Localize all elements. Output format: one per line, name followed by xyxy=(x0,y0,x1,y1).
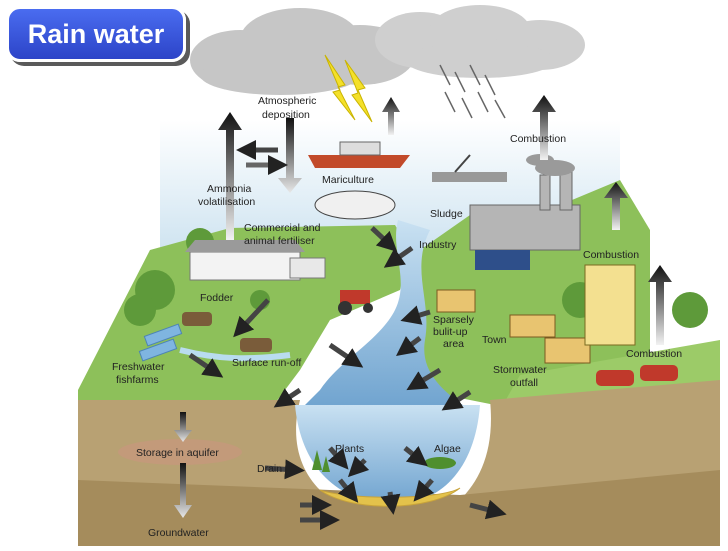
label-fodder: Fodder xyxy=(200,292,234,304)
label-combustion-top: Combustion xyxy=(510,133,566,145)
town-houses xyxy=(436,289,591,364)
arrow-up-volatilisation xyxy=(218,112,242,240)
arrow-fishfarm xyxy=(188,352,224,378)
title-badge: Rain water xyxy=(6,6,186,62)
cows xyxy=(182,312,272,352)
label-storage-aquifer: Storage in aquifer xyxy=(136,447,219,459)
label-combustion-mid: Combustion xyxy=(583,249,639,261)
label-outfall: outfall xyxy=(510,377,538,389)
mariculture-net xyxy=(314,190,396,220)
arrow-up-combustion-mid xyxy=(604,182,628,230)
label-stormwater: Stormwater xyxy=(493,364,547,376)
label-freshwater: Freshwater xyxy=(112,361,165,373)
arrow-fodder xyxy=(233,298,270,338)
arrow-sediment-2 xyxy=(380,491,401,515)
label-builtup: bulit-up xyxy=(433,326,468,338)
label-drain: Drain xyxy=(257,463,282,475)
flow-arrows xyxy=(174,95,672,530)
arrow-plants xyxy=(327,446,349,470)
arrow-right-seep xyxy=(469,499,507,520)
arrow-up-combustion-top xyxy=(532,95,556,160)
apartment-building xyxy=(584,264,636,346)
arrow-runoff-2 xyxy=(273,387,302,408)
arrow-plants-2 xyxy=(347,455,370,478)
arrow-up-combustion-low xyxy=(648,265,672,345)
label-industry: Industry xyxy=(419,239,457,251)
farm-buildings xyxy=(185,240,326,281)
arrow-algae xyxy=(403,445,428,467)
arrow-mariculture xyxy=(370,226,398,252)
storm-cloud xyxy=(190,8,415,95)
label-groundwater: Groundwater xyxy=(148,527,209,539)
arrow-sediment-1 xyxy=(337,478,359,503)
factory xyxy=(469,164,581,251)
arrow-down-aquifer xyxy=(174,412,192,442)
cars xyxy=(596,365,678,386)
label-fertiliser-1: Commercial and xyxy=(244,222,321,234)
sludge-barge xyxy=(432,154,507,182)
arrow-up-sludge xyxy=(382,97,400,135)
label-sparsely: Sparsely xyxy=(433,314,475,326)
ship xyxy=(308,141,410,168)
label-sludge: Sludge xyxy=(430,208,463,220)
label-town: Town xyxy=(482,334,507,346)
label-fertiliser-2: animal fertiliser xyxy=(244,235,315,247)
aquifer-storage xyxy=(118,439,242,465)
fish-farm-pools xyxy=(138,323,183,362)
arrow-sediment-3 xyxy=(413,478,435,502)
label-volatilisation: volatilisation xyxy=(198,196,255,208)
arrow-stormwater xyxy=(441,389,472,411)
river xyxy=(300,220,470,410)
arrow-runoff-1 xyxy=(328,342,364,368)
arrow-down-groundwater xyxy=(174,463,192,518)
algae-patch xyxy=(424,457,456,469)
arrow-town xyxy=(406,367,442,391)
arrow-sparse-1 xyxy=(400,305,431,325)
arrow-sparse-2 xyxy=(396,336,422,356)
rain-streaks xyxy=(439,64,506,119)
rain-cloud xyxy=(375,5,585,78)
arrow-industry xyxy=(383,245,414,268)
label-atmospheric: Atmospheric xyxy=(258,95,316,107)
label-mariculture: Mariculture xyxy=(322,174,374,186)
label-surface-runoff: Surface run-off xyxy=(232,357,301,369)
label-plants: Plants xyxy=(335,443,364,455)
label-ammonia: Ammonia xyxy=(207,183,252,195)
label-combustion-low: Combustion xyxy=(626,348,682,360)
label-area: area xyxy=(443,338,464,350)
lightning-bolts xyxy=(324,54,373,123)
tractor xyxy=(338,290,373,315)
page-title: Rain water xyxy=(27,18,165,49)
arrow-drain xyxy=(264,459,305,480)
label-fishfarms: fishfarms xyxy=(116,374,159,386)
truck xyxy=(475,250,530,270)
label-algae: Algae xyxy=(434,443,461,455)
arrow-down-deposition xyxy=(278,118,302,193)
river-bank-left xyxy=(179,347,291,362)
label-deposition: deposition xyxy=(262,109,310,121)
